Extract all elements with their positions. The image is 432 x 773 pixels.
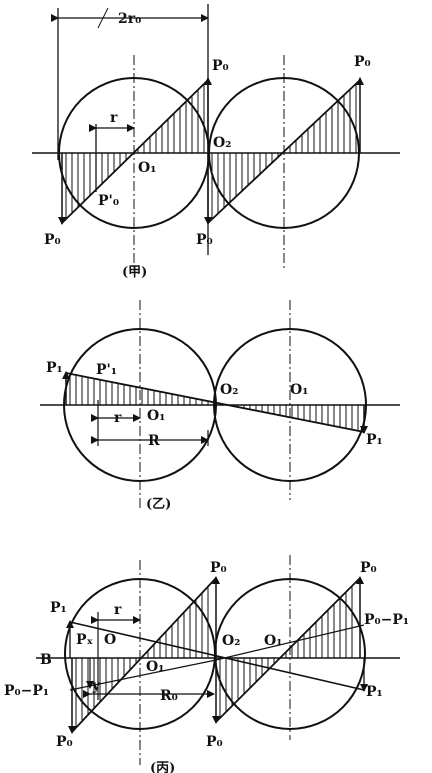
caption-a: (甲): [122, 265, 147, 280]
pressure-line-b: [65, 372, 365, 433]
label-p0-top-right: P₀: [354, 54, 371, 70]
label-o1-right-b: O₁: [290, 382, 308, 398]
label-p0-top-2-c: P₀: [360, 560, 377, 576]
label-px-c: Pₓ: [76, 632, 94, 648]
pressure-hatch-b: [69, 373, 359, 431]
label-y-c: y: [91, 678, 101, 694]
label-o2-c: O₂: [222, 633, 240, 649]
label-p0-top-left: P₀: [212, 58, 229, 74]
label-o1-a: O₁: [138, 160, 156, 176]
label-p-prime-0: P'₀: [98, 193, 119, 209]
label-p1-left-c: P₁: [50, 600, 67, 616]
pressure-line-c-resultant-right: [215, 624, 365, 661]
pressure-hatch-a: [65, 83, 357, 220]
label-R0-c: R₀: [160, 688, 178, 704]
pressure-line-c-p0-right: [215, 577, 361, 723]
pressure-line-left: [61, 79, 209, 224]
label-p0-bottom-2-c: P₀: [206, 734, 223, 750]
pressure-line-c-resultant-left: [69, 659, 217, 691]
label-o-c: O: [104, 632, 116, 648]
label-p0-minus-p1-right: P₀−P₁: [364, 612, 409, 628]
pressure-line-c-p0-left: [71, 577, 217, 733]
diagram-c: P₀ P₀ P₁ r Pₓ O B O₁ O₂ O₁ P₀−P₁ P₀−P₁ y…: [4, 555, 409, 773]
label-b-c: B: [40, 652, 52, 668]
label-p0-bottom-1-c: P₀: [56, 734, 73, 750]
pressure-line-right: [207, 79, 361, 224]
label-o2-b: O₂: [220, 382, 238, 398]
label-p0-minus-p1-left: P₀−P₁: [4, 683, 49, 699]
label-R-b: R: [148, 433, 160, 449]
label-o2-a: O₂: [213, 135, 231, 151]
label-p0-bottom-1: P₀: [44, 232, 61, 248]
label-o1-left-b: O₁: [147, 408, 165, 424]
label-p1-left-b: P₁: [46, 360, 63, 376]
radius-label-a: r: [110, 110, 118, 126]
label-r-c: r: [114, 602, 122, 618]
label-p-prime-1: P'₁: [96, 362, 117, 378]
diagram-a: 2r₀ r P₀ P₀ O₂ O₁ P'₀ P₀ P₀ (甲): [32, 4, 400, 280]
label-p0-bottom-2: P₀: [196, 232, 213, 248]
label-p1-right-b: P₁: [366, 432, 383, 448]
dimension-tick: [97, 7, 109, 29]
diagram-b: P₁ P'₁ O₂ O₁ r O₁ R P₁ (乙): [40, 300, 400, 512]
label-p0-top-1-c: P₀: [210, 560, 227, 576]
caption-c: (丙): [150, 761, 175, 773]
caption-b: (乙): [146, 497, 171, 512]
label-p1-right-c: P₁: [366, 684, 383, 700]
label-o1-left-c: O₁: [146, 659, 164, 675]
label-r-b: r: [114, 410, 122, 426]
label-o1-right-c: O₁: [264, 633, 282, 649]
dimension-label: 2r₀: [118, 11, 141, 27]
pressure-line-c-p1: [69, 621, 365, 691]
